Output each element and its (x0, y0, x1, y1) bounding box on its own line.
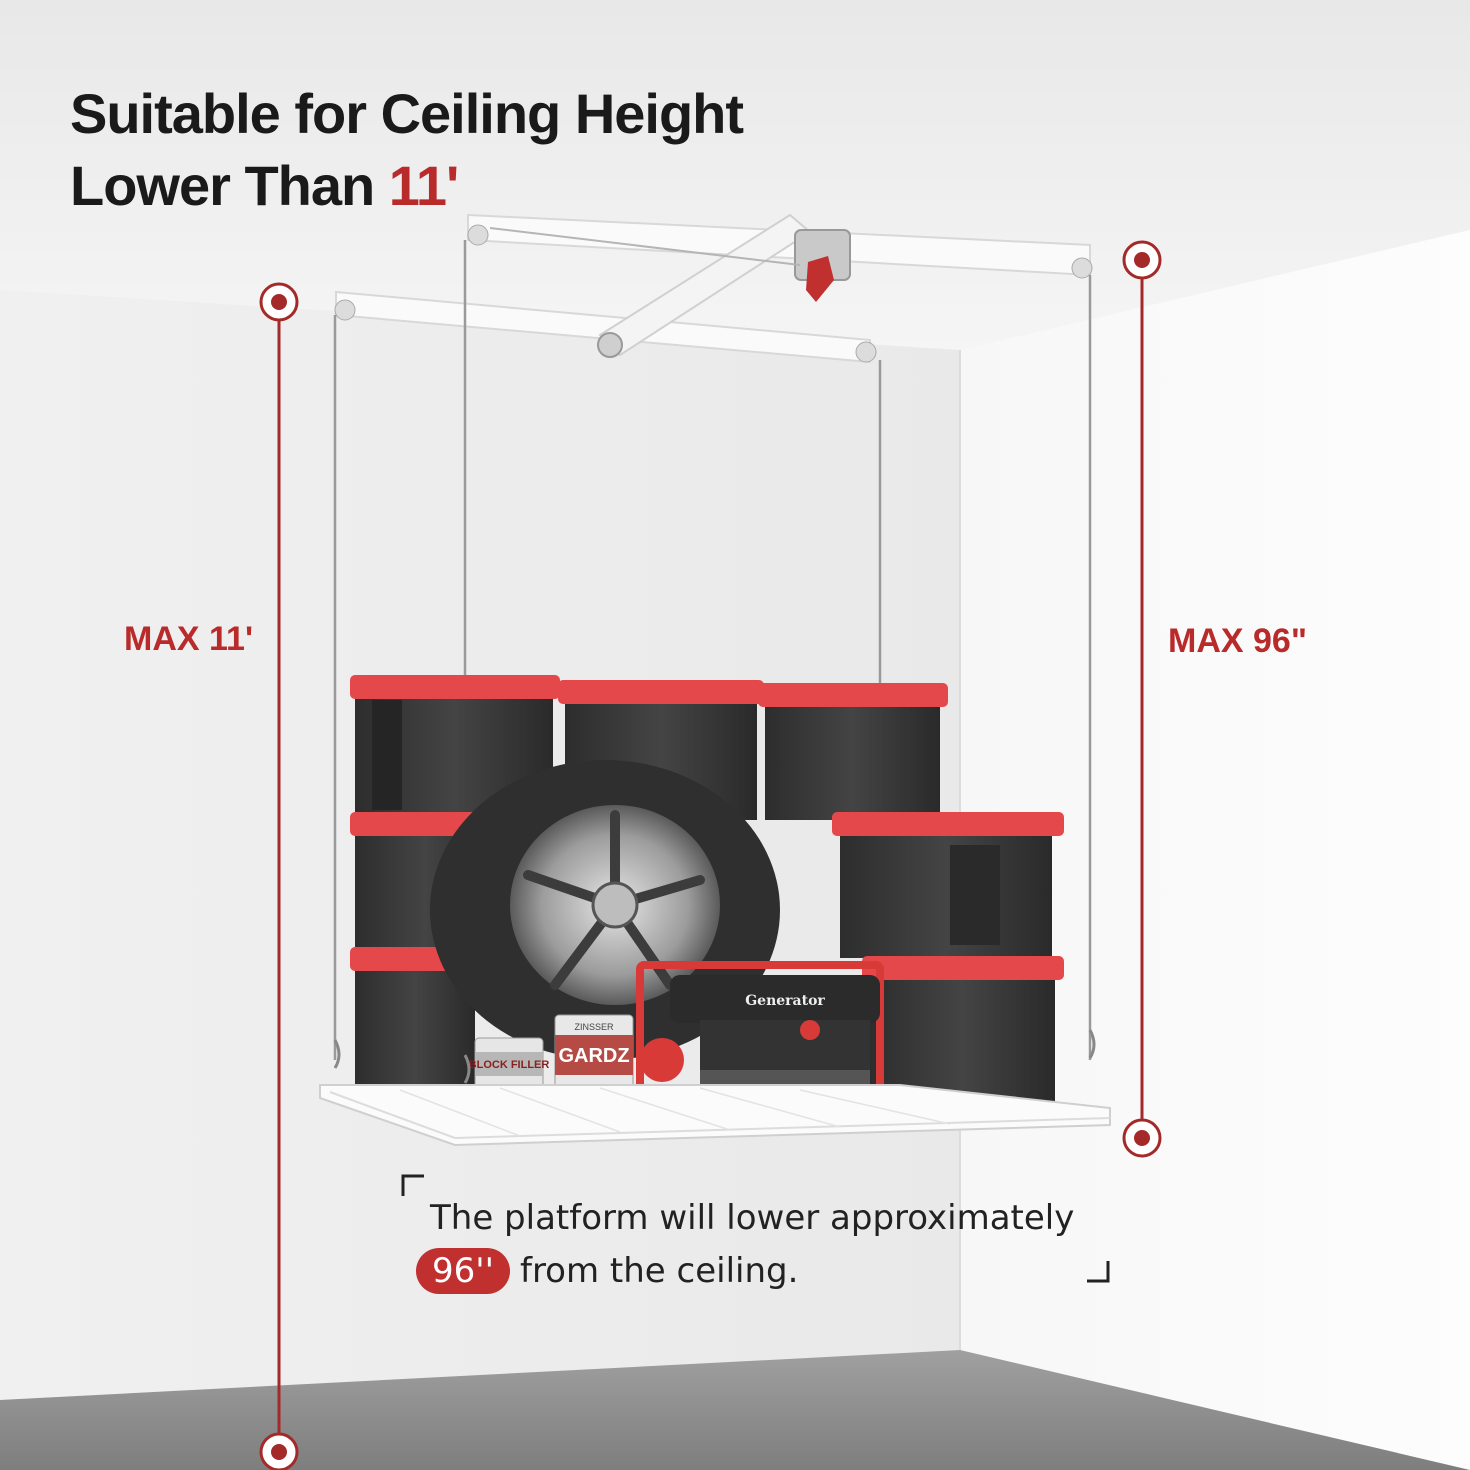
caption-line2: from the ceiling. (519, 1251, 799, 1291)
can-maker: ZINSSER (574, 1022, 614, 1032)
dimension-line-right (1122, 240, 1162, 1158)
page-headline: Suitable for Ceiling Height Lower Than 1… (70, 78, 744, 222)
bracket-top-left-icon (401, 1174, 424, 1196)
left-dimension-label: MAX 11' (124, 620, 254, 658)
bracket-bottom-right-icon (1087, 1261, 1110, 1283)
ceiling (0, 0, 1470, 350)
bin (832, 812, 1064, 958)
can-right-brand: GARDZ (558, 1045, 629, 1067)
right-wall (960, 230, 1470, 1470)
bin (758, 683, 948, 820)
caption-line1: The platform will lower approximately (430, 1198, 1075, 1238)
caption: The platform will lower approximately 96… (416, 1192, 1130, 1298)
caption-brackets (401, 1174, 1110, 1283)
headline-accent: 11' (388, 154, 460, 217)
caption-line2-row: 96''from the ceiling. (416, 1245, 1130, 1298)
headline-line2-prefix: Lower Than (70, 154, 389, 217)
spare-tire (430, 760, 780, 1060)
generator-label: Generator (745, 993, 825, 1009)
can-left-label: BLOCK FILLER (469, 1059, 550, 1071)
storage-platform (319, 1029, 1111, 1147)
right-dimension-label: MAX 96" (1168, 622, 1307, 660)
winch-crank (806, 256, 834, 302)
ceiling-hoist-frame (334, 213, 1093, 364)
floor (0, 1350, 1470, 1470)
dimension-line-left (259, 282, 299, 1470)
caption-pill-badge: 96'' (416, 1248, 510, 1294)
headline-line1: Suitable for Ceiling Height (70, 82, 744, 145)
